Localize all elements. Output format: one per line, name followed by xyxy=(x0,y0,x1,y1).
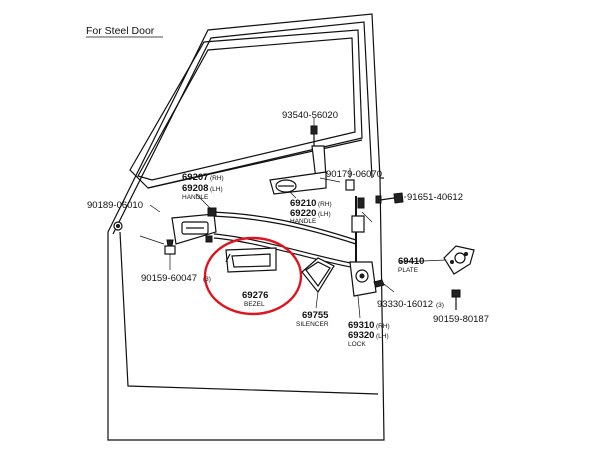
part-suffix-rh: (RH) xyxy=(318,201,332,208)
clip-mid-part xyxy=(345,168,355,191)
part-number: 90159-80187 xyxy=(433,314,489,325)
part-qty: (3) xyxy=(436,302,444,309)
part-qty: (3) xyxy=(203,276,211,283)
part-suffix-rh: (RH) xyxy=(376,323,390,330)
screw-lock-part xyxy=(373,279,395,293)
outside-handle-part xyxy=(269,145,327,195)
part-number-rh: 69310 xyxy=(348,320,374,331)
part-number-rh: 69210 xyxy=(290,198,316,209)
part-number: 90189-06010 xyxy=(87,200,143,211)
linkage-rods xyxy=(211,211,357,269)
bolt-right-part xyxy=(375,192,404,204)
lock-part xyxy=(349,196,377,319)
part-number: 90159-60047 xyxy=(141,273,197,284)
screw-top-part xyxy=(310,118,318,148)
part-number: 90179-06070 xyxy=(326,169,382,180)
part-name: PLATE xyxy=(398,267,419,274)
label-screw-lock: 93330-16012 (3) xyxy=(377,299,444,310)
diagram-title: For Steel Door xyxy=(86,25,155,37)
leader-lines xyxy=(149,177,447,263)
part-name: LOCK xyxy=(348,341,366,348)
screw-left-part xyxy=(139,235,176,270)
part-suffix-lh: (LH) xyxy=(210,186,223,193)
label-inside-handle: 69207 (RH) 69208 (LH) HANDLE xyxy=(182,172,224,201)
part-number-lh: 69220 xyxy=(290,208,316,219)
label-screw-top: 93540-56020 xyxy=(282,110,338,121)
part-number: 69276 xyxy=(242,290,268,301)
label-clip-left: 90189-06010 xyxy=(87,200,143,211)
part-number-lh: 69320 xyxy=(348,330,374,341)
bezel-highlight-circle xyxy=(203,236,303,316)
part-suffix-rh: (RH) xyxy=(210,175,224,182)
plate-part xyxy=(443,245,475,275)
inside-handle-part xyxy=(171,207,217,245)
bezel-part xyxy=(225,247,277,273)
label-plate: 69410 PLATE xyxy=(398,256,424,274)
label-bezel: 69276 BEZEL xyxy=(242,290,268,308)
part-number: 91651-40612 xyxy=(407,192,463,203)
part-number: 93330-16012 xyxy=(377,299,433,310)
door-outline xyxy=(107,13,385,441)
part-number-rh: 69207 xyxy=(182,172,208,183)
part-name: HANDLE xyxy=(290,218,317,225)
label-bolt-plate: 90159-80187 xyxy=(433,314,489,325)
label-silencer: 69755 SILENCER xyxy=(296,310,329,328)
part-name: SILENCER xyxy=(296,321,329,328)
part-name: HANDLE xyxy=(182,194,209,201)
part-number: 93540-56020 xyxy=(282,110,338,121)
bolt-plate-part xyxy=(451,289,461,310)
label-bolt-right: 91651-40612 xyxy=(407,192,463,203)
part-number-lh: 69208 xyxy=(182,183,208,194)
part-suffix-lh: (LH) xyxy=(318,211,331,218)
clip-left-part xyxy=(113,221,123,231)
label-lock: 69310 (RH) 69320 (LH) LOCK xyxy=(348,320,390,348)
part-name: BEZEL xyxy=(244,301,265,308)
part-number: 69755 xyxy=(302,310,329,321)
label-screw-left: 90159-60047 (3) xyxy=(141,273,211,284)
label-outside-handle: 69210 (RH) 69220 (LH) HANDLE xyxy=(290,198,332,225)
silencer-part xyxy=(301,257,335,309)
label-clip-mid: 90179-06070 xyxy=(326,169,382,180)
part-suffix-lh: (LH) xyxy=(376,333,389,340)
part-number: 69410 xyxy=(398,256,424,267)
